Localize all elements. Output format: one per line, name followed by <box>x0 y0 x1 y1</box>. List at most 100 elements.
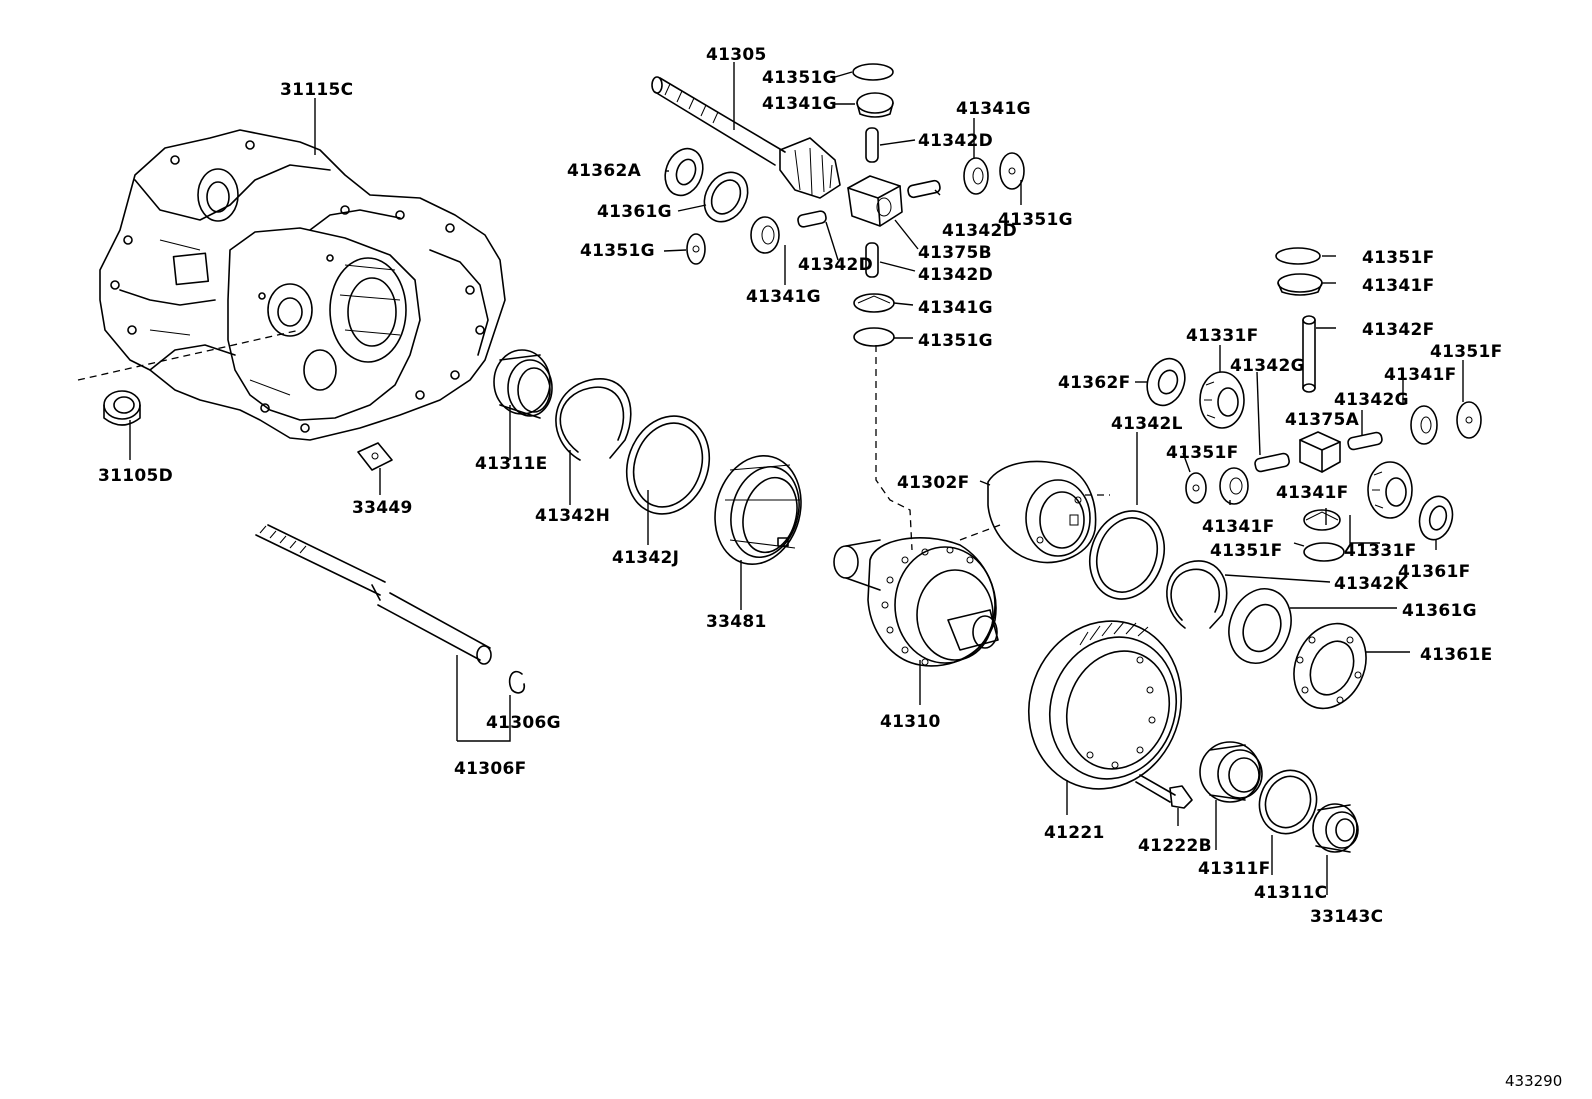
label-33481: 33481 <box>706 612 767 632</box>
bolt-41222b-drawing <box>1135 774 1193 809</box>
gear-41341f-b-drawing <box>1410 405 1438 445</box>
shaft-41342f-drawing <box>1302 315 1316 393</box>
bearing-41311f-drawing <box>1199 741 1263 803</box>
label-41351F-c: 41351F <box>1166 443 1239 463</box>
race-41311c-drawing <box>1258 769 1318 835</box>
seal-33143c-drawing <box>1312 803 1359 853</box>
label-41351F-d: 41351F <box>1210 541 1283 561</box>
washer-41362a-drawing <box>664 147 704 197</box>
label-41221: 41221 <box>1044 823 1105 843</box>
washer-41361g-b-drawing <box>1228 588 1292 664</box>
gear-41341f-d-drawing <box>1303 509 1341 531</box>
gear-41331f-b-drawing <box>1367 461 1413 519</box>
washer-41362f-drawing <box>1146 357 1186 407</box>
bearing-41311e-drawing <box>493 349 553 419</box>
label-33449: 33449 <box>352 498 413 518</box>
label-41342F: 41342F <box>1362 320 1435 340</box>
shim-41361e-drawing <box>1293 622 1367 710</box>
label-41351G-c: 41351G <box>998 210 1073 230</box>
label-41361F: 41361F <box>1398 562 1471 582</box>
pin-41342d-b-drawing <box>797 210 827 228</box>
diff-case-41302f-drawing <box>987 460 1097 564</box>
assembly-line <box>77 329 301 381</box>
transaxle-case-drawing <box>99 129 506 441</box>
label-41342D-d: 41342D <box>918 265 993 285</box>
label-41302F: 41302F <box>897 473 970 493</box>
pin-41342d-d-drawing <box>865 242 879 278</box>
label-41351G-a: 41351G <box>762 68 837 88</box>
case-41375a-drawing <box>1299 431 1341 473</box>
washer-41351g-a-drawing <box>852 63 894 81</box>
label-41311C: 41311C <box>1254 883 1327 903</box>
shaft-41306f-drawing <box>255 524 492 665</box>
label-41222B: 41222B <box>1138 836 1212 856</box>
leader-lines <box>129 62 1464 895</box>
label-41341F-a: 41341F <box>1362 276 1435 296</box>
diff-case-41310-drawing <box>833 537 999 667</box>
label-41341G-a: 41341G <box>762 94 837 114</box>
pin-41342g-b-drawing <box>1347 431 1383 451</box>
gear-41341g-d-drawing <box>853 293 895 313</box>
label-31105D: 31105D <box>98 466 173 486</box>
oil-seal-31105d-drawing <box>103 390 141 426</box>
part-labels: 31115C 31105D 33449 41311E 41342H 41342J… <box>98 45 1562 1090</box>
ring-41342l-drawing <box>1089 510 1165 600</box>
snap-ring-41342k-drawing <box>1166 560 1228 629</box>
washer-41351f-b-drawing <box>1456 401 1482 439</box>
ring-41342j-drawing <box>625 415 711 515</box>
label-41375A: 41375A <box>1285 410 1360 430</box>
gear-41341g-b-drawing <box>750 216 780 254</box>
diagram-reference-code: 433290 <box>1505 1072 1562 1090</box>
plate-33449-drawing <box>357 442 393 471</box>
label-41342L: 41342L <box>1111 414 1183 434</box>
case-41375b-drawing <box>847 175 903 227</box>
washer-41351g-c-drawing <box>999 152 1025 190</box>
label-41361E: 41361E <box>1420 645 1493 665</box>
washer-41361f-drawing <box>1418 495 1454 541</box>
label-41342G-a: 41342G <box>1230 356 1305 376</box>
snap-ring-41342h-drawing <box>555 378 632 461</box>
label-41331F-a: 41331F <box>1186 326 1259 346</box>
label-41342D-c: 41342D <box>942 221 1017 241</box>
label-41342K: 41342K <box>1334 574 1409 594</box>
label-41342G-b: 41342G <box>1334 390 1409 410</box>
sleeve-33481-drawing <box>714 454 802 566</box>
washer-41361g-a-drawing <box>703 171 749 223</box>
gear-41341f-c-drawing <box>1219 467 1249 505</box>
label-41342D-a: 41342D <box>918 131 993 151</box>
label-41341F-d: 41341F <box>1202 517 1275 537</box>
washer-41351f-a-drawing <box>1275 247 1321 265</box>
gear-41331f-a-drawing <box>1199 371 1245 429</box>
label-41342H: 41342H <box>535 506 610 526</box>
pinion-shaft-41305-drawing <box>651 76 841 199</box>
label-33143C: 33143C <box>1310 907 1383 927</box>
label-41375B: 41375B <box>918 243 992 263</box>
label-41351G-b: 41351G <box>580 241 655 261</box>
label-41341F-b: 41341F <box>1384 365 1457 385</box>
gear-41341g-a-drawing <box>856 92 894 118</box>
label-41361G-a: 41361G <box>597 202 672 222</box>
label-41331F-b: 41331F <box>1344 541 1417 561</box>
label-41362F: 41362F <box>1058 373 1131 393</box>
label-41351F-b: 41351F <box>1430 342 1503 362</box>
label-41341G-d: 41341G <box>956 99 1031 119</box>
label-41310: 41310 <box>880 712 941 732</box>
pin-41342g-a-drawing <box>1254 452 1290 473</box>
label-41311F: 41311F <box>1198 859 1271 879</box>
ring-gear-41221-drawing <box>1027 620 1183 790</box>
label-41311E: 41311E <box>475 454 548 474</box>
gear-41341g-c-drawing <box>963 157 989 195</box>
washer-41351f-c-drawing <box>1185 472 1207 504</box>
washer-41351g-d-drawing <box>853 327 895 347</box>
label-41351F-a: 41351F <box>1362 248 1435 268</box>
gear-41341f-a-drawing <box>1277 273 1323 296</box>
label-41342D-b: 41342D <box>798 255 873 275</box>
label-31115C: 31115C <box>280 80 353 100</box>
label-41306G: 41306G <box>486 713 561 733</box>
washer-41351g-b-drawing <box>686 233 706 265</box>
label-41341F-c: 41341F <box>1276 483 1349 503</box>
label-41362A: 41362A <box>567 161 642 181</box>
label-41351G-d: 41351G <box>918 331 993 351</box>
washer-41351f-d-drawing <box>1303 542 1345 562</box>
